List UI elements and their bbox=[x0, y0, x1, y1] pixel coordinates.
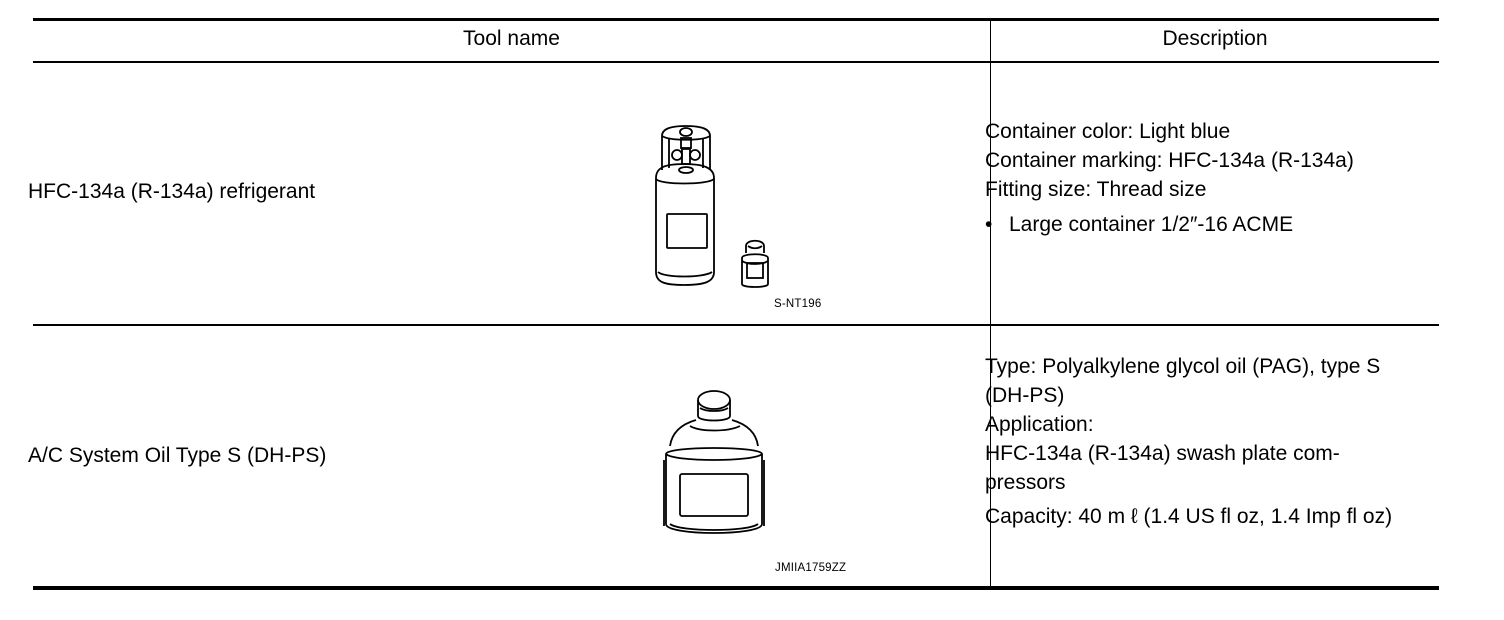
description-refrigerant: Container color: Light blue Container ma… bbox=[985, 117, 1395, 239]
desc-line: Type: Polyalkylene glycol oil (PAG), typ… bbox=[985, 355, 1381, 407]
bullet-dot: • bbox=[985, 213, 993, 236]
header-tool-name: Tool name bbox=[463, 27, 560, 50]
oil-bottle-illustration bbox=[663, 390, 765, 534]
tool-name-oil: A/C System Oil Type S (DH-PS) bbox=[28, 444, 327, 467]
desc-line: Container color: Light blue bbox=[985, 120, 1231, 143]
image-code-refrigerant: S-NT196 bbox=[774, 298, 822, 310]
row-divider bbox=[33, 324, 1439, 326]
refrigerant-container-illustration bbox=[655, 125, 769, 288]
desc-line: HFC-134a (R-134a) swash plate com-presso… bbox=[985, 442, 1340, 494]
desc-line: Capacity: 40 m ℓ (1.4 US fl oz, 1.4 Imp … bbox=[985, 505, 1393, 528]
desc-line: Container marking: HFC-134a (R-134a) bbox=[985, 149, 1354, 172]
desc-line: Application: bbox=[985, 413, 1094, 436]
description-oil: Type: Polyalkylene glycol oil (PAG), typ… bbox=[985, 352, 1395, 531]
desc-line: Fitting size: Thread size bbox=[985, 178, 1207, 201]
header-description: Description bbox=[1162, 27, 1268, 50]
image-code-oil: JMIIA1759ZZ bbox=[775, 562, 847, 574]
desc-bullet: • Large container 1/2″-16 ACME bbox=[985, 210, 1395, 239]
tool-name-refrigerant: HFC-134a (R-134a) refrigerant bbox=[28, 180, 316, 203]
table-top-rule bbox=[33, 18, 1439, 21]
header-rule bbox=[33, 61, 1439, 63]
bullet-text: Large container 1/2″-16 ACME bbox=[1009, 213, 1294, 236]
table-bottom-rule bbox=[33, 586, 1439, 590]
column-divider bbox=[990, 20, 991, 587]
